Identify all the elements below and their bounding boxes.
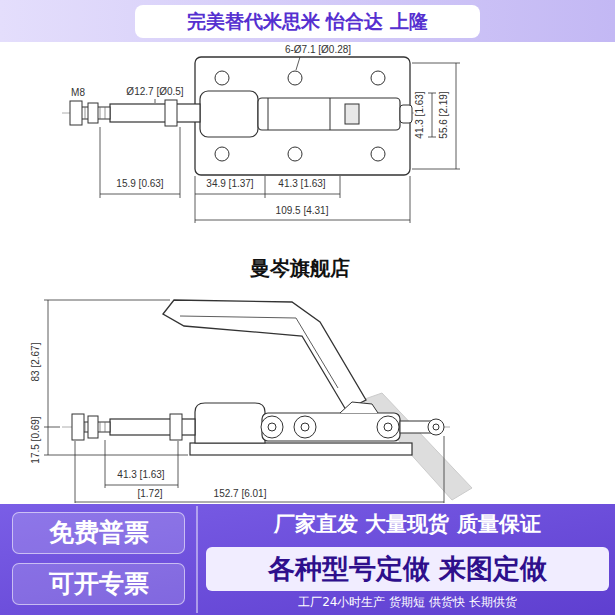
extension-line — [105, 440, 106, 488]
dimension-label: 41.3 [1.63] — [115, 469, 166, 481]
linkage-line — [330, 98, 331, 130]
node-text: 各种型号定做 来图定做 — [268, 553, 547, 584]
dimension-label: 17.5 [0.69] — [30, 414, 42, 465]
extension-line — [444, 436, 445, 503]
node-text: 工厂24小时生产 货期短 供货快 长期供货 — [298, 596, 517, 610]
pivot-pin — [384, 423, 392, 431]
watermark-text: 曼岑旗舰店 — [248, 256, 352, 280]
dimension-label: 41.3 [1.63] — [276, 178, 327, 190]
housing — [200, 91, 258, 137]
extension-line — [412, 63, 460, 64]
base-plate — [195, 57, 410, 175]
pivot-pin — [268, 423, 276, 431]
hex-nut — [72, 414, 84, 440]
rod-eye — [428, 419, 444, 435]
custom-order-box: 各种型号定做 来图定做 — [206, 547, 609, 591]
pivot-pin — [377, 416, 399, 438]
dimension-label: 83 [2.67] — [30, 341, 42, 384]
node-text: 厂家直发 大量现货 质量保证 — [274, 512, 541, 536]
extension-line — [44, 427, 60, 428]
base-plate — [190, 443, 412, 455]
thread-size: M8 — [69, 87, 87, 99]
linkage — [262, 413, 400, 441]
top-band — [0, 0, 615, 42]
collar — [165, 100, 177, 126]
dimension-label: 41.3 [1.63] — [414, 89, 426, 140]
slogan-bar: 厂家直发 大量现货 质量保证 — [202, 506, 613, 543]
leader-line — [155, 99, 156, 103]
node-text: 完美替代米思米 怡合达 上隆 — [187, 11, 428, 33]
pivot-pin — [261, 416, 283, 438]
rod-eye — [433, 424, 439, 430]
extension-line — [44, 455, 188, 456]
mount-hole — [215, 71, 229, 85]
mount-hole — [288, 71, 302, 85]
dimension-label: 34.9 [1.37] — [204, 178, 255, 190]
linkage-line — [268, 98, 269, 130]
extension-line — [195, 176, 196, 223]
extension-line — [75, 441, 76, 503]
dimension-label: 55.6 [2.19] — [438, 89, 450, 140]
mount-hole — [288, 147, 302, 161]
node-text: 免费普票 — [49, 519, 149, 548]
collar — [170, 414, 182, 440]
mount-hole — [215, 147, 229, 161]
linkage — [258, 98, 400, 130]
dimension-line — [432, 93, 433, 137]
band-divider — [196, 506, 198, 613]
handle-edge — [180, 316, 338, 388]
handle-link — [340, 402, 378, 413]
pivot-pin — [294, 416, 316, 438]
leader-line — [296, 57, 300, 70]
housing — [195, 403, 265, 443]
mount-hole — [371, 71, 385, 85]
extension-line — [265, 176, 266, 198]
dimension-line — [105, 485, 178, 486]
dimension-label: 15.9 [0.63] — [114, 178, 165, 190]
invoice-box: 免费普票 — [12, 512, 185, 554]
extension-line — [412, 169, 460, 170]
dimension-label: 109.5 [4.31] — [274, 205, 331, 217]
hole-callout: 6-Ø7.1 [Ø0.28] — [283, 44, 353, 56]
bottom-band — [0, 504, 615, 615]
dimension-line — [456, 63, 457, 169]
rod-end — [400, 105, 412, 123]
hex-nut — [88, 416, 98, 438]
dimension-line — [48, 300, 49, 455]
dimension-line — [100, 194, 180, 195]
hex-nut — [88, 103, 98, 123]
dimension-line — [75, 502, 444, 503]
diameter-label: Ø12.7 [Ø0.5] — [124, 86, 185, 98]
node-text: 可开专票 — [49, 570, 149, 599]
footer-bar: 工厂24小时生产 货期短 供货快 长期供货 — [202, 593, 613, 613]
invoice-box: 可开专票 — [12, 563, 185, 605]
pivot-pin — [301, 423, 309, 431]
dimension-line — [195, 194, 340, 195]
dimension-line — [195, 220, 410, 221]
extension-line — [178, 441, 179, 488]
hex-nut — [70, 101, 82, 125]
pin — [345, 104, 359, 124]
dimension-label: 152.7 [6.01] — [212, 488, 269, 500]
extension-line — [100, 127, 101, 198]
extension-line — [44, 300, 170, 301]
dimension-label: [1.72] — [135, 488, 164, 500]
extension-line — [410, 176, 411, 223]
mount-hole — [371, 147, 385, 161]
extension-line — [180, 127, 181, 198]
extension-line — [340, 176, 341, 198]
banner-box: 完美替代米思米 怡合达 上隆 — [135, 5, 480, 38]
handle — [163, 300, 366, 410]
plunger — [110, 104, 200, 122]
